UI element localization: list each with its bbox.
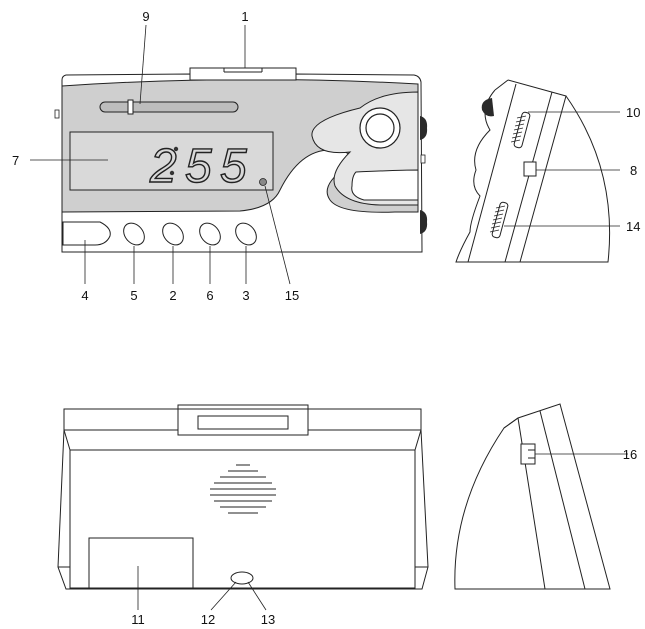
callout-9: 9 xyxy=(142,9,149,24)
back-speaker-grille xyxy=(210,464,276,514)
display-digit-min-tens: 5 xyxy=(185,140,212,193)
leader-12 xyxy=(210,581,237,611)
front-view: 2 5 5 1 9 7 4 5 xyxy=(12,9,428,303)
back-view: 11 12 13 xyxy=(57,404,429,627)
snooze-bar-top xyxy=(189,67,297,81)
side-top-curved-back xyxy=(520,95,611,263)
side-top-switch-8 xyxy=(523,161,537,177)
side-view-top: 10 8 14 xyxy=(455,79,640,263)
display-colon-top xyxy=(173,146,179,152)
callout-14: 14 xyxy=(626,219,640,234)
callout-2: 2 xyxy=(169,288,176,303)
leader-9 xyxy=(139,24,147,105)
front-button-5 xyxy=(123,222,145,246)
back-snooze-bar-inner xyxy=(197,415,289,430)
side-bottom-outline xyxy=(454,403,611,590)
leader-13 xyxy=(247,581,267,611)
callout-12: 12 xyxy=(201,612,215,627)
callout-3: 3 xyxy=(242,288,249,303)
display-colon-bottom xyxy=(169,170,175,176)
side-top-left-edge xyxy=(467,83,517,263)
front-button-6 xyxy=(199,222,221,246)
back-panel xyxy=(69,449,416,589)
callout-16: 16 xyxy=(623,447,637,462)
display-window xyxy=(69,131,274,191)
volume-slider-knob xyxy=(127,99,134,115)
back-jack xyxy=(230,571,254,585)
side-top-front-plate xyxy=(507,79,567,263)
front-round-knob-inner xyxy=(365,113,395,143)
callout-8: 8 xyxy=(630,163,637,178)
callout-15: 15 xyxy=(285,288,299,303)
side-bottom-inner-2 xyxy=(539,410,586,590)
callout-5: 5 xyxy=(130,288,137,303)
callout-11: 11 xyxy=(131,612,145,627)
side-view-bottom: 16 xyxy=(454,403,637,590)
front-right-tab xyxy=(420,154,426,164)
side-top-knob xyxy=(481,98,494,117)
front-side-knob-top xyxy=(420,116,428,140)
indicator-led xyxy=(259,178,267,186)
back-body-outline xyxy=(57,429,429,590)
side-bottom-switch-16 xyxy=(520,443,536,465)
callout-6: 6 xyxy=(206,288,213,303)
display-digit-hour: 2 xyxy=(149,140,177,193)
front-side-knob-bottom xyxy=(420,210,428,234)
callout-4: 4 xyxy=(81,288,88,303)
side-top-inner-line xyxy=(504,91,553,263)
front-left-tab xyxy=(54,109,60,119)
front-button-2 xyxy=(162,222,184,246)
side-top-profile xyxy=(455,89,608,263)
display-digit-min-ones: 5 xyxy=(220,140,247,193)
callout-1: 1 xyxy=(241,9,248,24)
callout-7: 7 xyxy=(12,153,19,168)
front-right-slot xyxy=(351,169,419,201)
callout-10: 10 xyxy=(626,105,640,120)
battery-compartment xyxy=(88,537,194,589)
front-button-4 xyxy=(62,221,111,246)
leader-15 xyxy=(264,185,291,285)
front-button-3 xyxy=(235,222,257,246)
callout-13: 13 xyxy=(261,612,275,627)
volume-slider xyxy=(99,101,239,113)
